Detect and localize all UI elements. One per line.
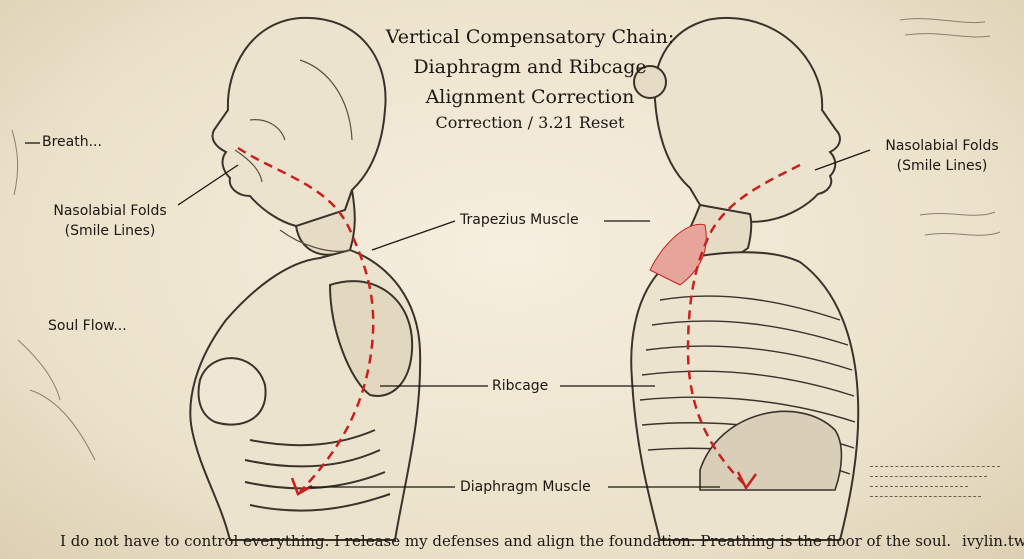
handwritten-notes [870,458,1000,506]
leader-lines [25,142,871,488]
label-nasolabial-left: Nasolabial Folds (Smile Lines) [40,201,180,241]
label-nasolabial-right-line1: Nasolabial Folds [885,138,999,154]
label-nasolabial-left-line1: Nasolabial Folds [53,203,167,219]
label-nasolabial-right-line2: (Smile Lines) [896,158,988,174]
label-nasolabial-right: Nasolabial Folds (Smile Lines) [872,136,1012,176]
title-line-1: Vertical Compensatory Chain: [385,26,675,48]
label-diaphragm: Diaphragm Muscle [460,479,591,495]
right-torso [630,251,860,541]
breath-note: Breath... [42,134,102,150]
left-shoulder [328,280,414,397]
caption-row: I do not have to control everything. I r… [60,532,1024,550]
left-head [211,16,387,228]
signature: ivylin.tw [961,532,1024,550]
label-ribcage: Ribcage [492,378,549,394]
diagram-title: Vertical Compensatory Chain: Diaphragm a… [360,22,700,134]
label-nasolabial-left-line2: (Smile Lines) [64,223,156,239]
title-line-3: Alignment Correction [425,86,635,108]
right-flow-line [686,163,801,486]
title-line-2: Diaphragm and Ribcage [413,56,647,78]
right-head [653,16,841,223]
decorative-swirls [11,18,1001,461]
soul-flow-note: Soul Flow... [48,318,127,334]
right-trapezius-highlight [649,223,707,286]
left-figure [189,16,422,541]
right-hair-bun [633,65,667,99]
title-subtitle: Correction / 3.21 Reset [435,113,625,132]
left-flow-line [237,146,375,493]
left-breast [197,357,267,426]
label-trapezius: Trapezius Muscle [460,212,579,228]
right-diaphragm [699,410,843,491]
caption-text: I do not have to control everything. I r… [60,532,952,550]
